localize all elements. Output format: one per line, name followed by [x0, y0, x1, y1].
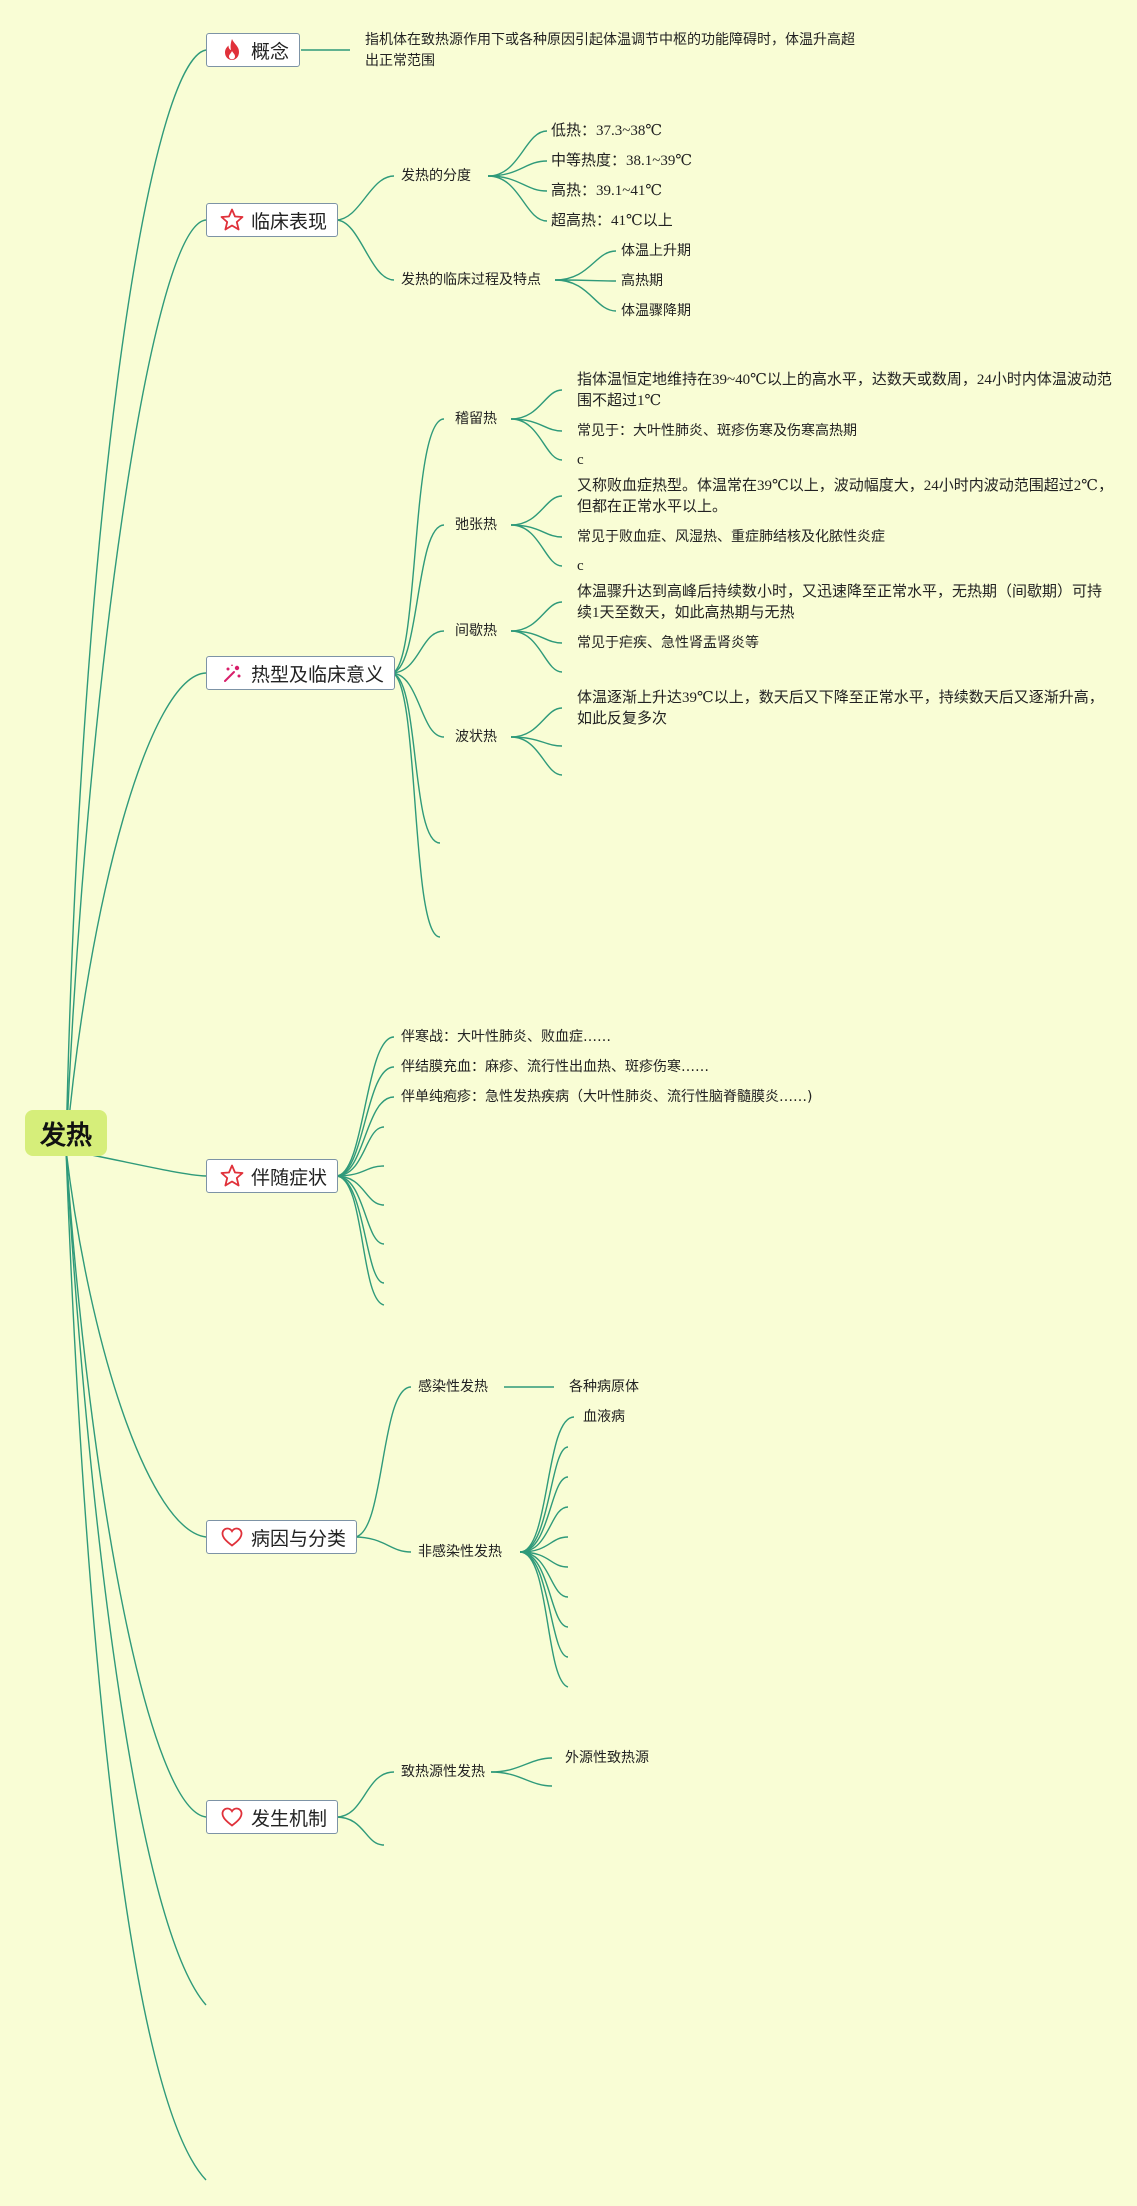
infectious-topic[interactable]: 感染性发热	[418, 1379, 488, 1395]
branch-fever-types[interactable]: 热型及临床意义	[206, 656, 396, 690]
fever-type-topic[interactable]: 弛张热	[455, 517, 497, 533]
pyrogen-child: 外源性致热源	[565, 1750, 649, 1766]
process-topic[interactable]: 发热的临床过程及特点	[401, 272, 541, 288]
process-item: 体温骤降期	[621, 303, 691, 319]
fire-icon	[219, 37, 245, 63]
fever-type-topic[interactable]: 波状热	[455, 729, 497, 745]
symptom-item: 伴结膜充血：麻疹、流行性出血热、斑疹伤寒……	[401, 1059, 709, 1075]
degree-item: 低热：37.3~38℃	[551, 123, 663, 139]
branch-symptoms[interactable]: 伴随症状	[206, 1159, 339, 1193]
degree-topic[interactable]: 发热的分度	[401, 168, 471, 184]
degree-item: 高热：39.1~41℃	[551, 183, 663, 199]
degree-item: 中等热度：38.1~39℃	[551, 153, 693, 169]
process-item: 高热期	[621, 273, 663, 289]
symptom-item: 伴寒战：大叶性肺炎、败血症……	[401, 1029, 611, 1045]
heart-icon	[219, 1524, 245, 1550]
noninfectious-topic[interactable]: 非感染性发热	[418, 1544, 502, 1560]
branch-label: 概念	[251, 40, 290, 63]
process-item: 体温上升期	[621, 243, 691, 259]
fever-type-desc: 体温骤升达到高峰后持续数小时，又迅速降至正常水平，无热期（间歇期）可持	[577, 584, 1103, 600]
fever-type-common: 常见于败血症、风湿热、重症肺结核及化脓性炎症	[577, 529, 885, 545]
concept-definition-line-2: 出正常范围	[365, 53, 435, 69]
star-icon	[219, 1163, 245, 1189]
branch-clinical[interactable]: 临床表现	[206, 203, 339, 237]
degree-item: 超高热：41℃以上	[551, 213, 673, 229]
infectious-child: 各种病原体	[569, 1379, 639, 1395]
branch-mechanism[interactable]: 发生机制	[206, 1800, 339, 1834]
fever-type-desc: 又称败血症热型。体温常在39℃以上，波动幅度大，24小时内波动范围超过2℃，	[577, 478, 1114, 494]
fever-type-extra: c	[577, 558, 584, 574]
branch-label: 病因与分类	[251, 1527, 347, 1550]
fever-type-desc: 指体温恒定地维持在39~40℃以上的高水平，达数天或数周，24小时内体温波动范	[577, 372, 1112, 388]
fever-type-desc: 续1天至数天，如此高热期与无热	[577, 605, 795, 621]
fever-type-topic[interactable]: 间歇热	[455, 623, 497, 639]
symptom-item: 伴单纯疱疹：急性发热疾病（大叶性肺炎、流行性脑脊髓膜炎……)	[401, 1089, 813, 1105]
fever-type-common: 常见于疟疾、急性肾盂肾炎等	[577, 635, 759, 651]
fever-type-extra: c	[577, 452, 584, 468]
root-topic[interactable]: 发热	[25, 1110, 107, 1156]
branch-label: 热型及临床意义	[251, 663, 385, 686]
fever-type-desc: 体温逐渐上升达39℃以上，数天后又下降至正常水平，持续数天后又逐渐升高，	[577, 690, 1104, 706]
branch-concept[interactable]: 概念	[206, 33, 301, 67]
branch-causes[interactable]: 病因与分类	[206, 1520, 358, 1554]
branch-label: 临床表现	[251, 210, 328, 233]
star-icon	[219, 207, 245, 233]
fever-type-desc: 如此反复多次	[577, 711, 668, 727]
fever-type-topic[interactable]: 稽留热	[455, 411, 497, 427]
noninfectious-child: 血液病	[583, 1409, 625, 1425]
branch-label: 伴随症状	[251, 1166, 328, 1189]
fever-type-desc: 围不超过1℃	[577, 393, 662, 409]
heart-icon	[219, 1804, 245, 1830]
fever-type-desc: 但都在正常水平以上。	[577, 499, 728, 515]
fever-type-common: 常见于：大叶性肺炎、斑疹伤寒及伤寒高热期	[577, 423, 857, 439]
sparkle-icon	[219, 660, 245, 686]
branch-label: 发生机制	[251, 1807, 328, 1830]
pyrogen-topic[interactable]: 致热源性发热	[401, 1764, 485, 1780]
concept-definition-line-1: 指机体在致热源作用下或各种原因引起体温调节中枢的功能障碍时，体温升高超	[365, 32, 855, 48]
